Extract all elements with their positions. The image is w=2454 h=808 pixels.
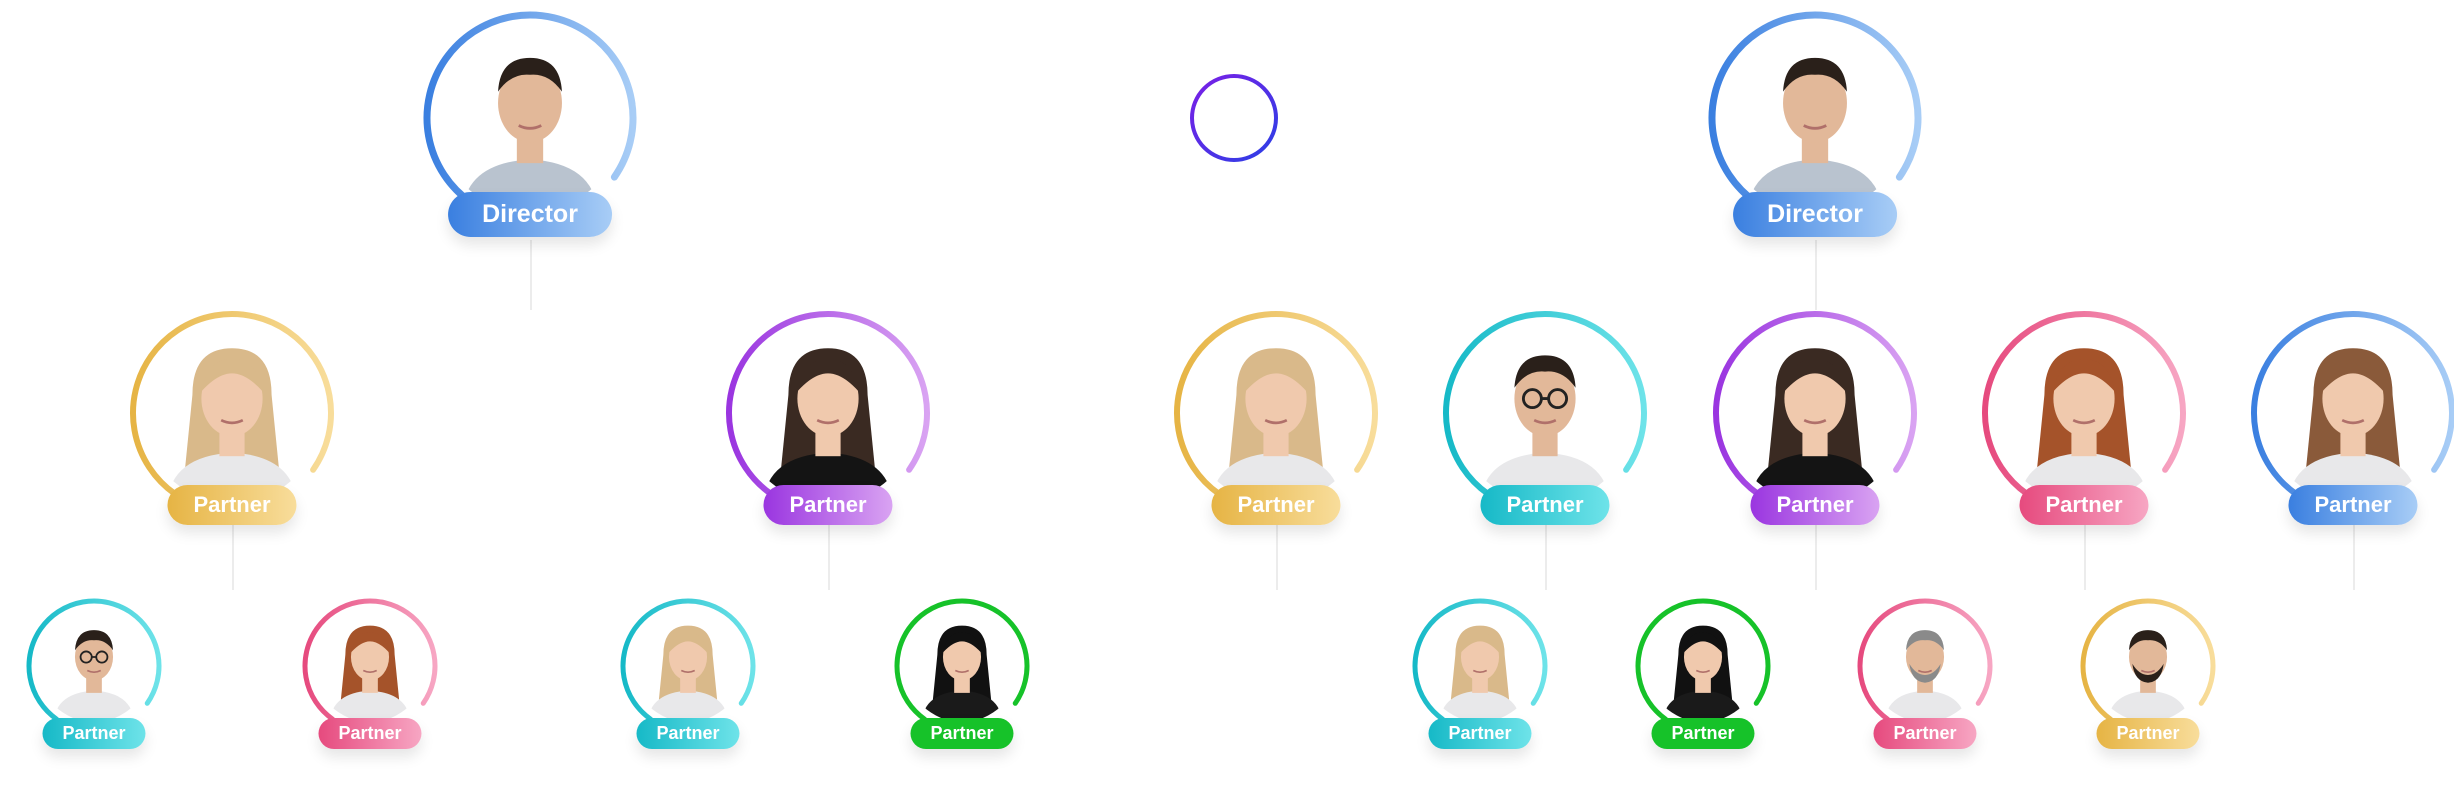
role-badge: Director: [448, 192, 612, 237]
connector-line: [232, 520, 234, 590]
progress-ring-icon: [302, 598, 438, 722]
role-badge: Partner: [1750, 485, 1880, 525]
left_tree-partners-node-1[interactable]: Partner: [723, 308, 933, 535]
man-glasses-icon: [1455, 323, 1635, 503]
man-suit-icon: [1721, 24, 1909, 212]
progress-ring-icon: [726, 311, 930, 498]
left_tree-sub_partners-node-3[interactable]: Partner: [892, 596, 1032, 768]
role-badge: Partner: [1873, 718, 1977, 749]
role-badge: Director: [1733, 192, 1897, 237]
role-badge: Partner: [1428, 718, 1532, 749]
progress-ring-icon: [1708, 11, 1922, 206]
woman-curly-blonde-icon: [1424, 610, 1536, 722]
progress-ring-icon: [1412, 598, 1548, 722]
connector-line: [1815, 520, 1817, 590]
role-badge: Partner: [42, 718, 146, 749]
man-suit-icon: [436, 24, 624, 212]
role-badge: Partner: [2019, 485, 2149, 525]
progress-ring-icon: [620, 598, 756, 722]
left_tree-sub_partners-node-1[interactable]: Partner: [300, 596, 440, 768]
right_tree-partners-node-0[interactable]: Partner: [1171, 308, 1381, 535]
role-badge: Partner: [763, 485, 893, 525]
man-gray-beard-icon: [1869, 610, 1981, 722]
connector-line: [2353, 520, 2355, 590]
progress-ring-icon: [26, 598, 162, 722]
woman-dark-hair-icon: [906, 610, 1018, 722]
progress-ring-icon: [894, 598, 1030, 722]
progress-ring-icon: [1443, 311, 1647, 498]
connector-line: [1276, 520, 1278, 590]
right_tree-partners-node-4[interactable]: Partner: [2248, 308, 2454, 535]
connector-line: [530, 240, 532, 310]
woman-blonde-icon: [142, 323, 322, 503]
left_tree-partners-node-0[interactable]: Partner: [127, 308, 337, 535]
progress-ring-icon: [130, 311, 334, 498]
woman-brown-hair-icon: [2263, 323, 2443, 503]
right_tree-director-node-null[interactable]: Director: [1705, 8, 1925, 242]
role-badge: Partner: [910, 718, 1014, 749]
woman-dark-hair-icon: [1647, 610, 1759, 722]
woman-blonde-icon: [1186, 323, 1366, 503]
connector-line: [828, 520, 830, 590]
plus-icon[interactable]: [1188, 72, 1280, 164]
connector-line: [2084, 520, 2086, 590]
role-badge: Partner: [2288, 485, 2418, 525]
left_tree-sub_partners-node-0[interactable]: Partner: [24, 596, 164, 768]
woman-turtleneck-icon: [738, 323, 918, 503]
role-badge: Partner: [1651, 718, 1755, 749]
right_tree-partners-node-1[interactable]: Partner: [1440, 308, 1650, 535]
role-badge: Partner: [2096, 718, 2200, 749]
progress-ring-icon: [2080, 598, 2216, 722]
right_tree-partners-node-3[interactable]: Partner: [1979, 308, 2189, 535]
left_tree-director-node-null[interactable]: Director: [420, 8, 640, 242]
man-beard-icon: [2092, 610, 2204, 722]
role-badge: Partner: [167, 485, 297, 525]
woman-auburn-icon: [1994, 323, 2174, 503]
progress-ring-icon: [1713, 311, 1917, 498]
connector-line: [1545, 520, 1547, 590]
progress-ring-icon: [1635, 598, 1771, 722]
progress-ring-icon: [2251, 311, 2454, 498]
role-badge: Partner: [1211, 485, 1341, 525]
woman-auburn-icon: [314, 610, 426, 722]
right_tree-sub_partners-node-2[interactable]: Partner: [1855, 596, 1995, 768]
right_tree-sub_partners-node-1[interactable]: Partner: [1633, 596, 1773, 768]
progress-ring-icon: [1174, 311, 1378, 498]
progress-ring-icon: [423, 11, 637, 206]
connector-line: [1815, 240, 1817, 310]
progress-ring-icon: [1857, 598, 1993, 722]
woman-curly-blonde-icon: [632, 610, 744, 722]
man-glasses-icon: [38, 610, 150, 722]
role-badge: Partner: [318, 718, 422, 749]
right_tree-partners-node-2[interactable]: Partner: [1710, 308, 1920, 535]
right_tree-sub_partners-node-0[interactable]: Partner: [1410, 596, 1550, 768]
progress-ring-icon: [1982, 311, 2186, 498]
woman-turtleneck-icon: [1725, 323, 1905, 503]
left_tree-sub_partners-node-2[interactable]: Partner: [618, 596, 758, 768]
role-badge: Partner: [636, 718, 740, 749]
right_tree-sub_partners-node-3[interactable]: Partner: [2078, 596, 2218, 768]
role-badge: Partner: [1480, 485, 1610, 525]
